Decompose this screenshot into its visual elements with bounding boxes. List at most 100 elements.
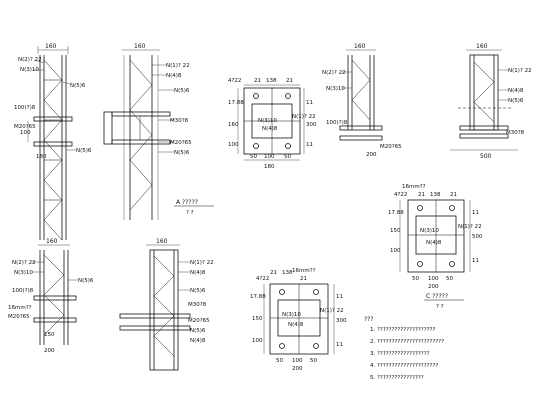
note-3: 3. ??????????????????: [370, 351, 430, 357]
dim-width-5: 160: [46, 238, 58, 245]
label-n1-a: N(1)? 22: [292, 114, 316, 120]
dim-500-4: 500: [480, 153, 492, 160]
dim-17-c: 17.88: [388, 210, 404, 216]
label-16mm-b: 16mm??: [292, 268, 316, 274]
dim-200-3: 200: [366, 152, 377, 158]
base-plate-plan-c: 16mm?? 4?22 21 138 21 N(3)10 N(4)8 N(1)?…: [388, 184, 483, 290]
dim-200-b: 200: [292, 366, 303, 372]
label-n5-6b: N(5)6: [190, 328, 206, 334]
dim-width-4: 160: [476, 43, 488, 50]
label-m30-4: M30?8: [506, 130, 525, 136]
column-elevation-6: 160 N(1)? 22 N(4)8 N(5)6 M30?8 M20?65 N(…: [119, 238, 214, 371]
dim-80-c: 100: [428, 276, 439, 282]
label-n5-2: N(5)6: [174, 88, 190, 94]
dim-width-top: 160: [45, 43, 57, 50]
caption-a-sub: ? ?: [186, 210, 194, 216]
label-m20-6: M20?65: [188, 318, 210, 324]
dim-width-6: 160: [156, 238, 168, 245]
dim-50-c2: 50: [446, 276, 453, 282]
dim-100-c: 100: [390, 248, 401, 254]
label-n3-b: N(3)10: [282, 312, 301, 318]
label-16mm-c: 16mm??: [402, 184, 426, 190]
label-n5-3: N(5)6: [174, 150, 190, 156]
dim-11-b2: 11: [336, 342, 343, 348]
dim-50-c: 50: [412, 276, 419, 282]
label-n4-a: N(4)8: [262, 126, 278, 132]
label-n1-c: N(1)? 22: [458, 224, 482, 230]
label-m30-6: M30?8: [188, 302, 207, 308]
dim-21-b: 21: [270, 270, 277, 276]
column-elevation-3: 160 N(2)? 22 N(3)10 100(?)8 M20?65 200: [322, 43, 402, 158]
base-plate-plan-a: 4?22 21 138 21 N(3)10 N(4)8 N(1)? 22 17.…: [228, 78, 317, 170]
dim-50-b2: 50: [310, 358, 317, 364]
column-elevation-4: 160 N(1)? 22 N(4)8 N(5)6 M30?8 500: [450, 43, 532, 160]
column-elevation-1: 160 100 N(2)? 22 N(3)10 N(5)6 100(?)8 M2…: [14, 43, 92, 241]
note-5: 5. ????????????????: [370, 375, 424, 381]
dim-11-c: 11: [472, 210, 479, 216]
dim-138-a: 138: [266, 78, 277, 84]
note-1: 1. ????????????????????: [370, 327, 435, 333]
dim-21-a: 21: [254, 78, 261, 84]
dim-width-3: 160: [354, 43, 366, 50]
label-m20: M20?65: [14, 124, 36, 130]
label-4-22-c: 4?22: [394, 192, 407, 198]
label-n2-3: N(2)? 22: [322, 70, 346, 76]
caption-c: C ?????: [426, 293, 448, 300]
dim-17-b: 17.88: [250, 294, 266, 300]
dim-500-c: 500: [472, 234, 483, 240]
label-bolt-5: 100(?)8: [12, 288, 34, 294]
dim-21-c2: 21: [450, 192, 457, 198]
label-n2: N(2)? 22: [18, 57, 42, 63]
label-16mm-5: 16mm??: [8, 305, 32, 311]
dim-150-b: 150: [252, 316, 263, 322]
dim-160-a: 160: [228, 122, 239, 128]
label-n3-c: N(3)10: [420, 228, 439, 234]
caption-c-sub: ? ?: [436, 304, 444, 310]
dim-21-b2: 21: [300, 276, 307, 282]
dim-21-a2: 21: [286, 78, 293, 84]
label-n5-b: N(5)6: [76, 148, 92, 154]
label-n3: N(3)10: [20, 67, 39, 73]
dim-180: 180: [36, 154, 47, 160]
dim-50-a2: 50: [284, 154, 291, 160]
column-elevation-2: 160 N(1)? 22 N(4)8 N(5)6 M30?8 M20?65 N(…: [103, 43, 192, 220]
dim-200-c: 200: [428, 284, 439, 290]
dim-width-top-2: 160: [134, 43, 146, 50]
dim-50-b: 50: [276, 358, 283, 364]
label-n1: N(1)? 22: [166, 63, 190, 69]
dim-11-a2: 11: [306, 142, 313, 148]
label-m20-3: M20?65: [380, 144, 402, 150]
label-n4-6: N(4)8: [190, 270, 206, 276]
label-4-22-a: 4?22: [228, 78, 241, 84]
dim-300-b: 300: [336, 318, 347, 324]
dim-50-a: 50: [250, 154, 257, 160]
notes-block: ??? 1. ???????????????????? 2. ?????????…: [364, 316, 444, 381]
label-n5-6: N(5)6: [190, 288, 206, 294]
notes-title: ???: [364, 316, 374, 323]
label-n3-5: N(3)10: [14, 270, 33, 276]
dim-200-5: 200: [44, 348, 55, 354]
label-n5: N(5)6: [70, 83, 86, 89]
dim-80-b: 100: [292, 358, 303, 364]
label-n1-4: N(1)? 22: [508, 68, 532, 74]
label-n4-c: N(4)8: [426, 240, 442, 246]
label-n5-4: N(5)6: [508, 98, 524, 104]
dim-138-b: 138: [282, 270, 293, 276]
dim-180-a: 180: [264, 164, 275, 170]
label-m20-2: M20?65: [170, 140, 192, 146]
label-bolt-3: 100(?)8: [326, 120, 348, 126]
caption-a: A ?????: [176, 199, 198, 206]
note-2: 2. ???????????????????????: [370, 339, 444, 345]
dim-17-a: 17.88: [228, 100, 244, 106]
dim-138-c: 138: [430, 192, 441, 198]
label-n1-6: N(1)? 22: [190, 260, 214, 266]
label-n3-a: N(3)10: [258, 118, 277, 124]
dim-80-a: 100: [264, 154, 275, 160]
column-elevation-5: 160 N(2)? 22 N(3)10 100(?)8 16mm?? M20?6…: [8, 238, 94, 354]
dim-300-a: 300: [306, 122, 317, 128]
dim-150-c: 150: [390, 228, 401, 234]
label-bolt: 100(?)8: [14, 105, 36, 111]
dim-150-5: 150: [44, 332, 55, 338]
dim-100-a: 100: [228, 142, 239, 148]
